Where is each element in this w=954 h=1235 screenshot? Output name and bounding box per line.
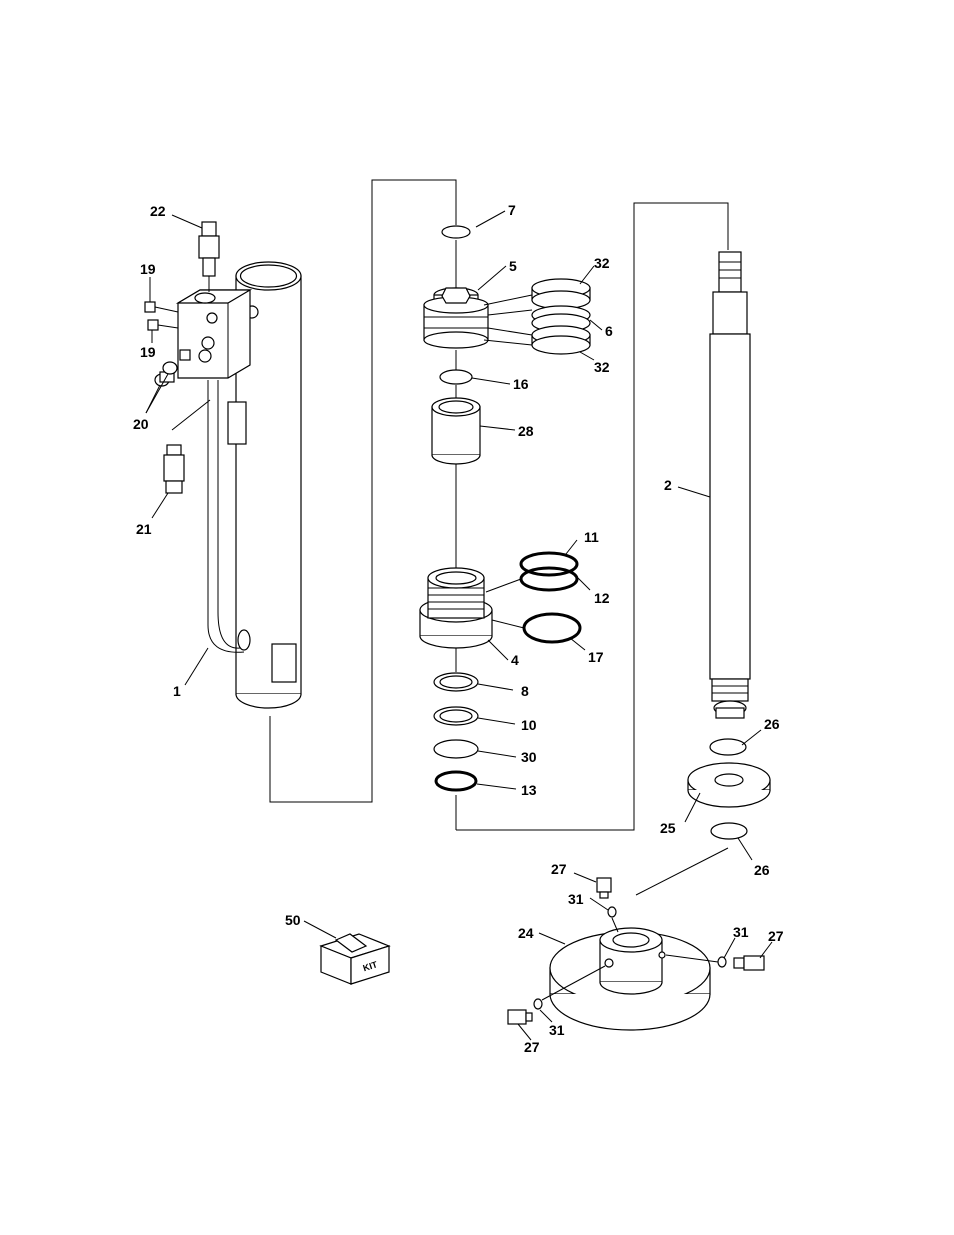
callout-19: 19 bbox=[140, 261, 156, 277]
callout-31: 31 bbox=[733, 924, 749, 940]
assembly-lines bbox=[269, 179, 729, 896]
callout-22: 22 bbox=[150, 203, 166, 219]
part-22-valve-fitting bbox=[198, 221, 220, 292]
callout-12: 12 bbox=[594, 590, 610, 606]
callout-16: 16 bbox=[513, 376, 529, 392]
callout-10: 10 bbox=[521, 717, 537, 733]
callout-7: 7 bbox=[508, 202, 516, 218]
callout-30: 30 bbox=[521, 749, 537, 765]
callout-4: 4 bbox=[511, 652, 519, 668]
callout-17: 17 bbox=[588, 649, 604, 665]
part-11-12-17-o-rings bbox=[485, 551, 582, 644]
callout-labels: 22 19 19 20 21 1 7 5 32 6 32 16 28 11 12… bbox=[133, 202, 784, 1055]
valve-block bbox=[175, 289, 253, 379]
part-19-screws bbox=[144, 301, 191, 361]
callout-50: 50 bbox=[285, 912, 301, 928]
part-27-31-screws-washers bbox=[507, 877, 765, 1025]
part-21-fitting bbox=[163, 399, 211, 494]
callout-11: 11 bbox=[584, 529, 599, 545]
callout-20: 20 bbox=[133, 416, 149, 432]
callout-1: 1 bbox=[173, 683, 181, 699]
callout-6: 6 bbox=[605, 323, 613, 339]
part-2-piston-rod bbox=[709, 251, 751, 719]
part-24-base-plate bbox=[549, 927, 711, 1031]
callout-32: 32 bbox=[594, 359, 610, 375]
callout-31: 31 bbox=[568, 891, 584, 907]
part-20-plugs bbox=[154, 361, 178, 387]
part-7-snap-ring bbox=[441, 225, 471, 239]
callout-32: 32 bbox=[594, 255, 610, 271]
callout-24: 24 bbox=[518, 925, 534, 941]
callout-27: 27 bbox=[768, 928, 784, 944]
callout-28: 28 bbox=[518, 423, 534, 439]
part-5-piston bbox=[423, 287, 489, 349]
callout-27: 27 bbox=[551, 861, 567, 877]
callout-19: 19 bbox=[140, 344, 156, 360]
callout-8: 8 bbox=[521, 683, 529, 699]
callout-25: 25 bbox=[660, 820, 676, 836]
kit-label: KIT bbox=[362, 959, 379, 973]
part-50-kit-box: KIT bbox=[319, 933, 391, 985]
part-4-gland bbox=[419, 567, 493, 649]
callout-13: 13 bbox=[521, 782, 537, 798]
callout-31: 31 bbox=[549, 1022, 565, 1038]
callout-5: 5 bbox=[509, 258, 517, 274]
callout-26: 26 bbox=[754, 862, 770, 878]
part-28-spacer bbox=[431, 397, 481, 465]
part-8-10-30-13-rings bbox=[433, 672, 479, 792]
leader-lines bbox=[145, 210, 773, 1041]
callout-2: 2 bbox=[664, 477, 672, 493]
part-16-ring bbox=[439, 369, 473, 385]
callout-26: 26 bbox=[764, 716, 780, 732]
callout-21: 21 bbox=[136, 521, 152, 537]
part-32-6-seal-rings bbox=[483, 278, 591, 355]
callout-27: 27 bbox=[524, 1039, 540, 1055]
part-26-25-washers bbox=[687, 738, 771, 840]
